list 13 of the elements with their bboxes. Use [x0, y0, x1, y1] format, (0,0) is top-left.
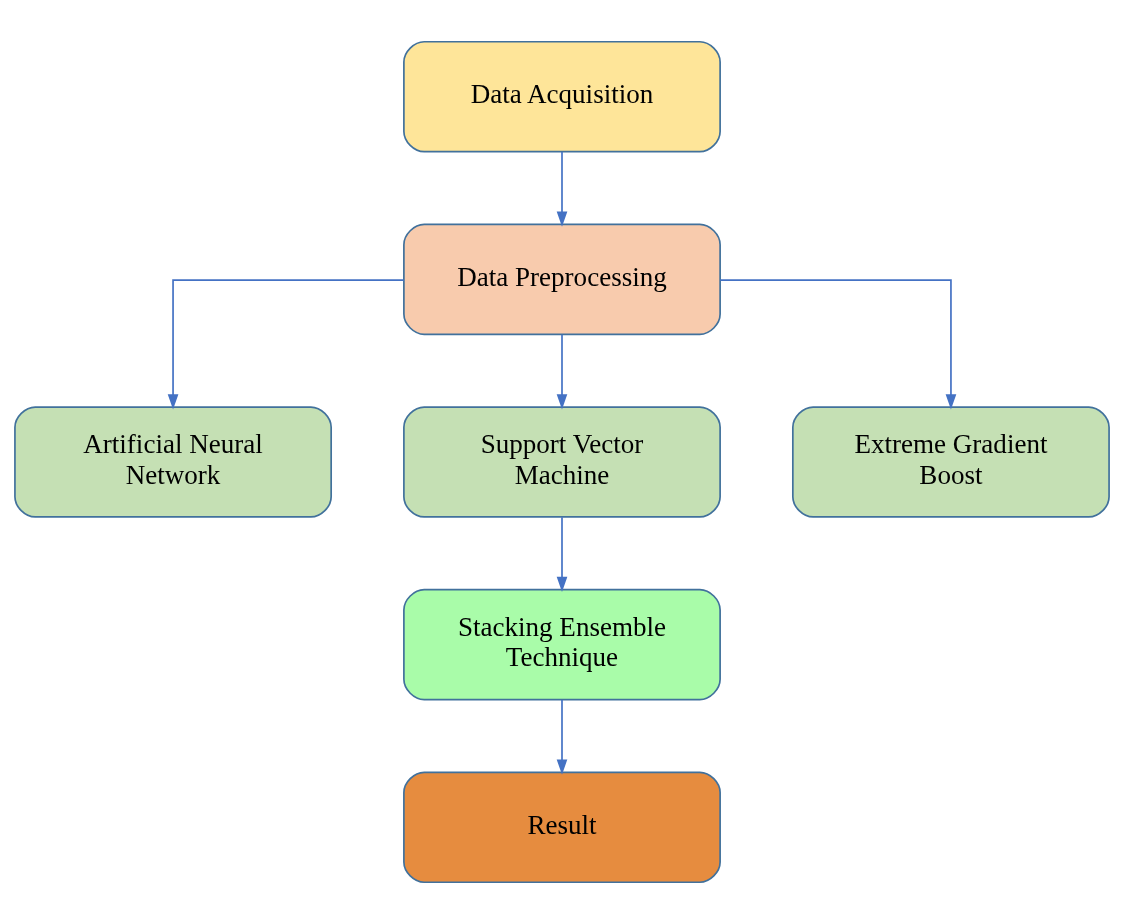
node-box: Data Acquisition [403, 40, 721, 153]
arrow [556, 151, 568, 227]
node-box: Support Vector Machine [403, 406, 721, 518]
arrow [719, 279, 957, 410]
arrow [167, 279, 405, 410]
arrow [556, 516, 568, 593]
node-box: Extreme Gradient Boost [792, 406, 1110, 518]
arrow [556, 699, 568, 775]
node-box: Stacking Ensemble Technique [403, 588, 721, 701]
node-box: Artificial Neural Network [14, 406, 332, 518]
node-box: Data Preprocessing [403, 223, 721, 336]
arrow [556, 333, 568, 410]
node-box: Result [403, 771, 721, 884]
